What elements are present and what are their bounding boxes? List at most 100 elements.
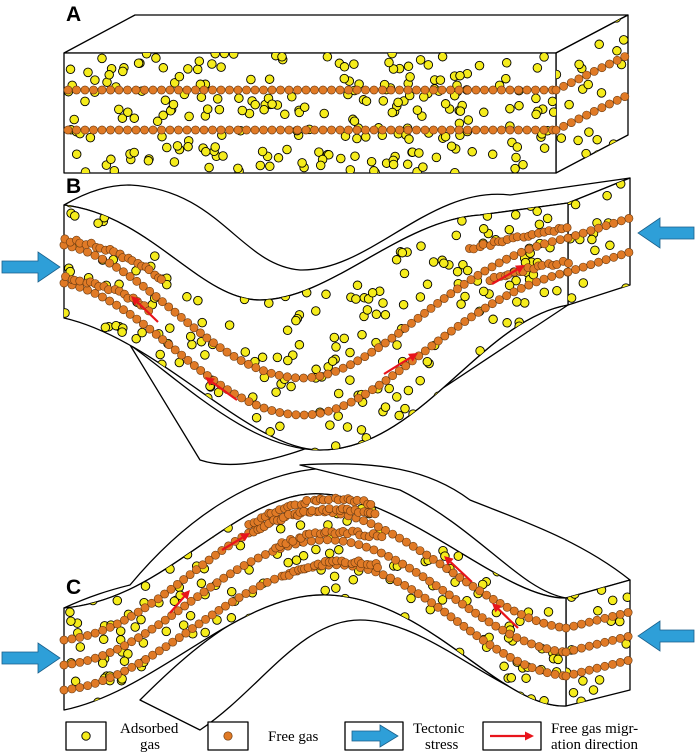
free-gas-dot <box>242 125 251 135</box>
adsorbed-gas-dot <box>338 203 348 213</box>
adsorbed-gas-dot <box>327 356 338 366</box>
free-gas-dot <box>185 570 195 579</box>
adsorbed-gas-dot <box>514 100 524 111</box>
adsorbed-gas-dot <box>548 107 556 117</box>
free-gas-dot <box>67 684 77 694</box>
free-gas-dot <box>477 613 487 622</box>
adsorbed-gas-dot <box>394 410 404 421</box>
panel-c-free-gas <box>59 493 633 695</box>
adsorbed-gas-dot <box>330 441 341 450</box>
free-gas-dot <box>561 647 571 657</box>
free-gas-dot <box>174 633 184 642</box>
free-gas-dot <box>315 408 325 418</box>
free-gas-dot <box>391 555 400 565</box>
legend-migration-label-2: ation direction <box>551 737 639 753</box>
adsorbed-gas-dot <box>607 595 618 606</box>
free-gas-dot <box>562 223 572 233</box>
adsorbed-gas-dot <box>291 555 302 565</box>
free-gas-dot <box>584 641 594 651</box>
free-gas-dot <box>352 85 362 95</box>
free-gas-dot <box>369 125 379 135</box>
free-gas-dot <box>524 244 534 254</box>
free-gas-dot <box>566 78 576 87</box>
migration-arrow-head <box>180 590 190 600</box>
adsorbed-gas-dot <box>333 705 344 710</box>
free-gas-dot <box>467 312 476 322</box>
adsorbed-gas-dot <box>109 165 120 173</box>
free-gas-dot <box>131 125 141 135</box>
free-gas-dot <box>180 601 190 611</box>
free-gas-dot <box>344 125 353 135</box>
adsorbed-gas-dot <box>403 385 414 396</box>
adsorbed-gas-dot <box>406 593 416 604</box>
free-gas-dot <box>465 626 475 636</box>
free-gas-dot <box>534 642 544 651</box>
adsorbed-gas-dot <box>80 393 91 403</box>
adsorbed-gas-dot <box>395 707 405 710</box>
adsorbed-gas-dot <box>448 438 459 449</box>
adsorbed-gas-dot <box>431 152 442 163</box>
adsorbed-gas-dot <box>553 654 563 665</box>
free-gas-dot <box>393 577 402 586</box>
free-gas-dot <box>401 537 411 547</box>
adsorbed-gas-dot <box>612 46 622 56</box>
free-gas-dot <box>367 385 377 395</box>
free-gas-dot <box>212 578 222 588</box>
adsorbed-gas-dot <box>298 234 309 244</box>
free-gas-dot <box>105 622 115 632</box>
panel-c-back-top <box>299 463 631 599</box>
free-gas-dot <box>147 598 156 608</box>
adsorbed-gas-dot <box>459 472 468 481</box>
free-gas-dot <box>600 661 610 671</box>
adsorbed-gas-dot <box>512 378 522 389</box>
free-gas-dot <box>250 85 260 95</box>
panel-b-label: B <box>66 175 81 198</box>
adsorbed-gas-dot <box>305 244 316 255</box>
free-gas-dot <box>498 625 508 635</box>
free-gas-dot <box>119 267 128 277</box>
adsorbed-gas-dot <box>423 60 434 70</box>
adsorbed-gas-dot <box>543 607 554 617</box>
free-gas-dot <box>577 643 586 653</box>
free-gas-dot <box>216 125 226 135</box>
free-gas-dot <box>219 573 229 583</box>
adsorbed-gas-dot <box>539 287 550 298</box>
adsorbed-gas-dot <box>298 551 309 561</box>
panel-b-block: B <box>59 175 634 466</box>
free-gas-dot <box>164 340 174 350</box>
adsorbed-gas-dot <box>264 74 275 84</box>
tectonic-arrow-b-left <box>1 251 61 283</box>
adsorbed-gas-dot <box>178 620 189 630</box>
adsorbed-gas-dot <box>246 74 256 85</box>
free-gas-dot <box>344 85 353 95</box>
free-gas-dot <box>154 620 163 630</box>
adsorbed-gas-dot <box>131 333 141 344</box>
free-gas-dot <box>147 624 157 634</box>
adsorbed-gas-dot <box>119 656 130 666</box>
free-gas-dot <box>98 254 107 264</box>
free-gas-dot <box>331 366 340 376</box>
adsorbed-gas-dot <box>212 94 223 104</box>
adsorbed-gas-dot <box>183 64 193 74</box>
free-gas-dot <box>519 636 529 646</box>
free-gas-dot <box>444 590 454 600</box>
adsorbed-gas-dot <box>210 53 220 59</box>
free-gas-dot <box>177 350 186 360</box>
free-gas-dot <box>234 593 244 602</box>
free-gas-dot <box>193 592 202 601</box>
free-gas-dot <box>133 607 143 617</box>
free-gas-dot <box>535 666 544 675</box>
free-gas-dot <box>251 400 261 410</box>
adsorbed-gas-dot <box>378 96 389 106</box>
adsorbed-gas-dot <box>352 280 363 291</box>
adsorbed-gas-dot <box>545 397 555 407</box>
free-gas-dot <box>261 550 270 559</box>
free-gas-dot <box>403 125 413 135</box>
adsorbed-gas-dot <box>488 314 498 325</box>
adsorbed-gas-dot <box>446 141 457 151</box>
adsorbed-gas-dot <box>455 106 466 116</box>
free-gas-dot <box>400 323 410 333</box>
free-gas-dot <box>564 258 573 268</box>
adsorbed-gas-dot <box>366 156 377 167</box>
adsorbed-gas-dot <box>291 315 301 326</box>
